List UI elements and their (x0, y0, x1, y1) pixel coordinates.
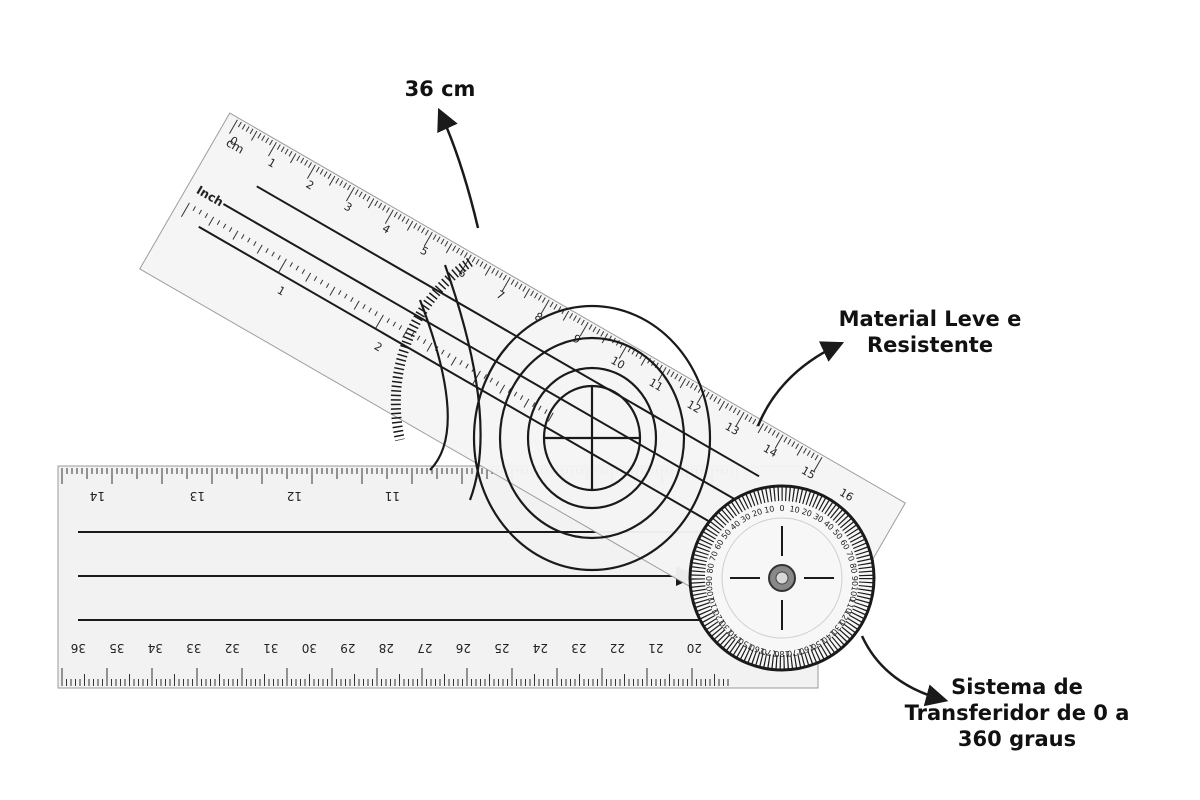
scale-numeral: 14 (761, 442, 780, 460)
degree-numeral: 90 (705, 576, 714, 586)
scale-numeral: 16 (837, 486, 856, 504)
scale-numeral: 36 (71, 641, 86, 655)
protractor-callout-arrow (860, 635, 949, 707)
scale-numeral: 12 (685, 398, 704, 416)
scale-numeral: 13 (190, 489, 205, 503)
scale-numeral: 11 (647, 376, 666, 394)
bottom-ruler-bottom-scale: 36 35 34 33 32 31 30 29 28 27 26 25 24 23 22 21 20 (61, 641, 729, 686)
protractor-callout-line-2: Transferidor de 0 a (904, 701, 1130, 725)
scale-numeral: 22 (610, 641, 625, 655)
scale-numeral: 27 (417, 641, 432, 655)
scale-numeral: 10 (608, 354, 627, 372)
degree-numeral: 80 (848, 563, 859, 575)
degree-numeral: 20 (800, 507, 813, 519)
scale-numeral: 32 (225, 641, 240, 655)
scale-numeral: 34 (148, 641, 163, 655)
material-callout-line-1: Material Leve e (838, 307, 1022, 331)
length-callout: 36 cm (372, 76, 508, 102)
upper-guide-line (256, 185, 760, 478)
protractor-callout-line-3: 360 graus (957, 727, 1077, 751)
scale-numeral: 31 (263, 641, 278, 655)
upper-guide-line (222, 203, 744, 505)
degree-numeral: 100 (848, 585, 860, 602)
scale-numeral: 30 (302, 641, 317, 655)
length-callout-text: 36 cm (404, 77, 476, 101)
degree-numeral: 80 (705, 563, 716, 575)
material-callout: Material Leve e Resistente (818, 306, 1042, 358)
arm-degree-scale (390, 257, 473, 442)
degree-numeral: 180 (774, 649, 789, 658)
scale-numeral: 13 (723, 420, 742, 438)
scale-numeral: 24 (533, 641, 548, 655)
protractor-callout: Sistema de Transferidor de 0 a 360 graus (898, 674, 1136, 752)
degree-numeral: 90 (850, 576, 859, 586)
scale-numeral: 20 (687, 641, 702, 655)
scale-numeral: 25 (494, 641, 509, 655)
degree-numeral: 170 (786, 647, 803, 659)
degree-numeral: 170 (761, 647, 778, 659)
scale-numeral: 14 (90, 489, 105, 503)
scale-numeral: 33 (186, 641, 201, 655)
scale-numeral: 21 (648, 641, 663, 655)
scale-numeral: 15 (799, 464, 818, 482)
scale-numeral: 35 (109, 641, 124, 655)
scale-numeral: 11 (385, 489, 400, 503)
alignment-target (418, 264, 712, 572)
degree-numeral: 70 (708, 550, 720, 563)
degree-numeral: 10 (764, 504, 776, 515)
length-callout-arrow (437, 107, 480, 229)
degree-numeral: 0 (779, 504, 784, 513)
scale-numeral: 12 (287, 489, 302, 503)
degree-numeral: 60 (713, 538, 726, 551)
upper-guide-line (198, 225, 728, 533)
scale-numeral: 26 (456, 641, 471, 655)
material-callout-arrow (756, 341, 845, 427)
degree-numeral: 60 (838, 538, 851, 551)
scale-numeral: 23 (571, 641, 586, 655)
degree-numeral: 30 (739, 512, 752, 525)
scale-numeral: 29 (340, 641, 355, 655)
degree-numeral: 70 (844, 550, 856, 563)
scale-numeral: 28 (379, 641, 394, 655)
degree-numeral: 10 (789, 504, 801, 515)
degree-numeral: 100 (705, 585, 717, 602)
protractor-callout-line-1: Sistema de (951, 675, 1083, 699)
material-callout-line-2: Resistente (866, 333, 994, 357)
degree-numeral: 30 (812, 512, 825, 525)
degree-numeral: 20 (751, 507, 764, 519)
